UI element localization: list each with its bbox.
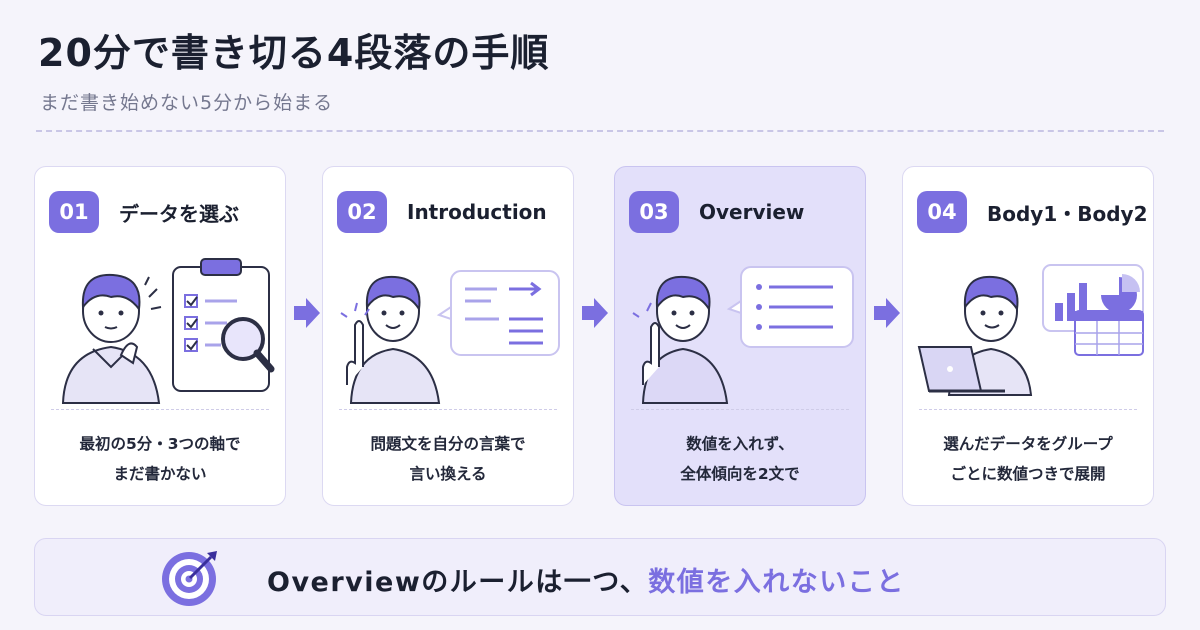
arrow-right-icon (294, 298, 320, 328)
step-description: 最初の5分・3つの軸で まだ書かない (79, 435, 241, 483)
step-description: 数値を入れず、 全体傾向を2文で (680, 435, 800, 483)
card-divider (339, 409, 557, 410)
target-icon (162, 551, 217, 606)
step-number-badge: 03 (629, 191, 679, 233)
arrow-right-icon (874, 298, 900, 328)
step-card-2: 02 Introduction 問題文を自分の言葉で 言い換える (322, 166, 574, 506)
step-number-badge: 04 (917, 191, 967, 233)
step-title: Body1・Body2 (987, 201, 1148, 226)
step-card-4: 04 Body1・Body2 選んだデータをグループ ごとに数値つきで展開 (902, 166, 1154, 506)
rule-banner: Overviewのルールは一つ、数値を入れないこと (34, 538, 1166, 616)
card-divider (631, 409, 849, 410)
magnifier-checklist-icon (61, 258, 275, 404)
arrow-right-icon (582, 298, 608, 328)
page-title: 20分で書き切る4段落の手順 (38, 31, 550, 75)
rule-highlight: 数値を入れないこと (648, 567, 905, 598)
card-divider (51, 409, 269, 410)
speech-bubble-arrow-icon (340, 270, 560, 404)
laptop-chart-icon (917, 264, 1144, 396)
step-description: 選んだデータをグループ ごとに数値つきで展開 (943, 435, 1113, 483)
speech-bubble-list-icon (632, 266, 854, 404)
step-title: Introduction (407, 200, 547, 224)
step-number-badge: 02 (337, 191, 387, 233)
step-number-badge: 01 (49, 191, 99, 233)
step-title: Overview (699, 200, 805, 224)
step-title: データを選ぶ (119, 201, 239, 226)
card-divider (919, 409, 1137, 410)
step-description: 問題文を自分の言葉で 言い換える (370, 435, 526, 483)
header-divider (36, 130, 1164, 132)
step-card-3: 03 Overview 数値を入れず、 全体傾向を2文で (614, 166, 866, 506)
step-card-1: 01 データを選ぶ 最初の5分・3つの軸で まだ書かない (34, 166, 286, 506)
rule-text: Overviewのルールは一つ、数値を入れないこと (267, 567, 905, 598)
page-subtitle: まだ書き始めない5分から始まる (40, 92, 334, 114)
